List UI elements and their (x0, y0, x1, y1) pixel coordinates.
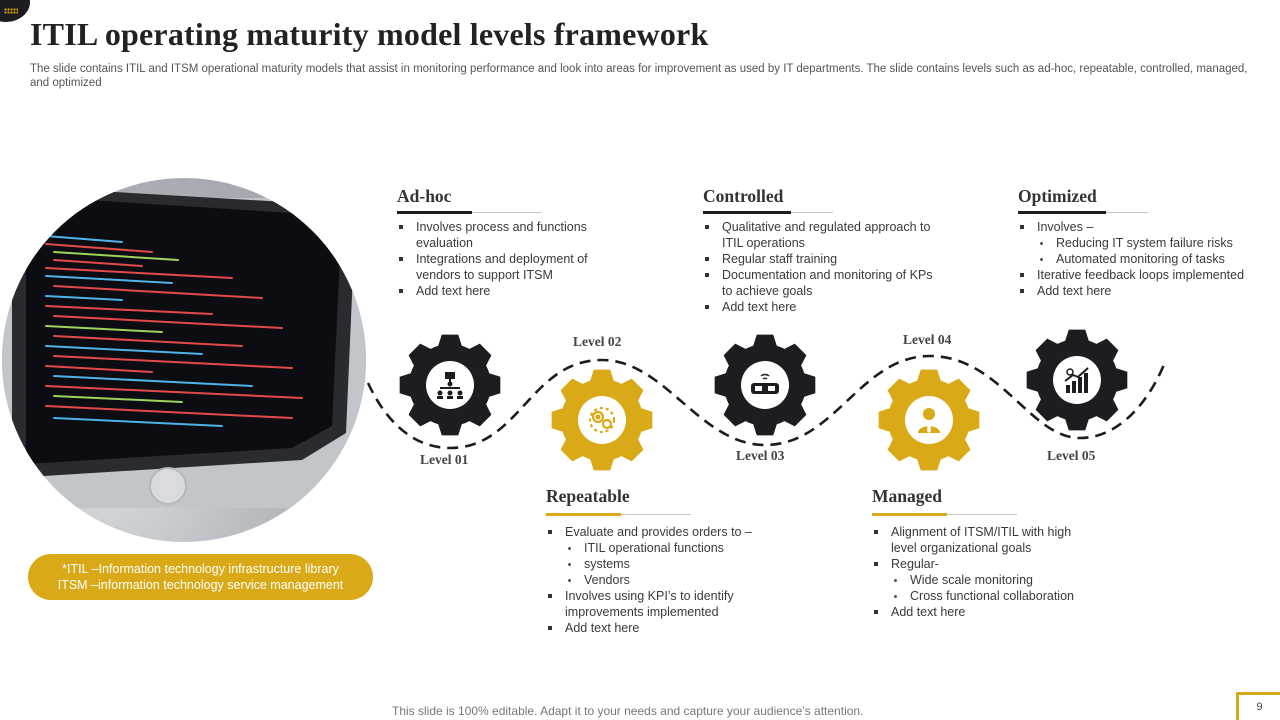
list-item: Add text here (546, 620, 761, 636)
heading-underline (1018, 212, 1148, 213)
list-item-text: Involves – (1037, 220, 1093, 234)
heading-adhoc: Ad-hoc (397, 186, 451, 207)
list-item: Involves – Reducing IT system failure ri… (1018, 219, 1263, 267)
list-item: Regular staff training (703, 251, 935, 267)
list-item: Alignment of ITSM/ITIL with high level o… (872, 524, 1092, 556)
level-label-05: Level 05 (1047, 448, 1095, 464)
hierarchy-icon (426, 361, 474, 409)
list-item-text: Evaluate and provides orders to – (565, 525, 752, 539)
list-item: Involves using KPI’s to identify improve… (546, 588, 761, 620)
level-label-04: Level 04 (903, 332, 951, 348)
sub-list-item: Cross functional collaboration (891, 588, 1092, 604)
list-item: Add text here (397, 283, 612, 299)
list-optimized: Involves – Reducing IT system failure ri… (1018, 219, 1263, 299)
gear-level-04 (875, 366, 983, 474)
list-item: Iterative feedback loops implemented (1018, 267, 1263, 283)
list-item: Add text here (872, 604, 1092, 620)
page-number: 9 (1236, 692, 1280, 720)
heading-repeatable: Repeatable (546, 486, 630, 507)
heading-underline (703, 212, 833, 213)
list-item: Qualitative and regulated approach to IT… (703, 219, 935, 251)
gear-level-05 (1023, 326, 1131, 434)
sub-list: Reducing IT system failure risks Automat… (1037, 235, 1263, 267)
list-item: Add text here (1018, 283, 1263, 299)
list-controlled: Qualitative and regulated approach to IT… (703, 219, 935, 315)
level-label-03: Level 03 (736, 448, 784, 464)
list-repeatable: Evaluate and provides orders to – ITIL o… (546, 524, 761, 636)
gear-level-03 (711, 331, 819, 439)
list-item: Integrations and deployment of vendors t… (397, 251, 612, 283)
list-item: Regular- Wide scale monitoring Cross fun… (872, 556, 1092, 604)
manager-icon (905, 396, 953, 444)
list-adhoc: Involves process and functions evaluatio… (397, 219, 612, 299)
gears-icon (578, 396, 626, 444)
level-label-01: Level 01 (420, 452, 468, 468)
vr-headset-icon (741, 361, 789, 409)
sub-list-item: systems (565, 556, 761, 572)
growth-chart-icon (1053, 356, 1101, 404)
list-managed: Alignment of ITSM/ITIL with high level o… (872, 524, 1092, 620)
heading-underline (872, 514, 1017, 515)
heading-controlled: Controlled (703, 186, 783, 207)
sub-list-item: ITIL operational functions (565, 540, 761, 556)
list-item: Evaluate and provides orders to – ITIL o… (546, 524, 761, 588)
list-item: Involves process and functions evaluatio… (397, 219, 612, 251)
level-label-02: Level 02 (573, 334, 621, 350)
footer-text: This slide is 100% editable. Adapt it to… (392, 704, 863, 718)
sub-list-item: Reducing IT system failure risks (1037, 235, 1263, 251)
list-item: Add text here (703, 299, 935, 315)
list-item-text: Regular- (891, 557, 939, 571)
sub-list-item: Vendors (565, 572, 761, 588)
heading-optimized: Optimized (1018, 186, 1097, 207)
sub-list: ITIL operational functions systems Vendo… (565, 540, 761, 588)
heading-underline (397, 212, 542, 213)
list-item: Documentation and monitoring of KPs to a… (703, 267, 935, 299)
heading-underline (546, 514, 691, 515)
sub-list-item: Wide scale monitoring (891, 572, 1092, 588)
sub-list: Wide scale monitoring Cross functional c… (891, 572, 1092, 604)
gear-level-01 (396, 331, 504, 439)
gear-level-02 (548, 366, 656, 474)
heading-managed: Managed (872, 486, 942, 507)
sub-list-item: Automated monitoring of tasks (1037, 251, 1263, 267)
